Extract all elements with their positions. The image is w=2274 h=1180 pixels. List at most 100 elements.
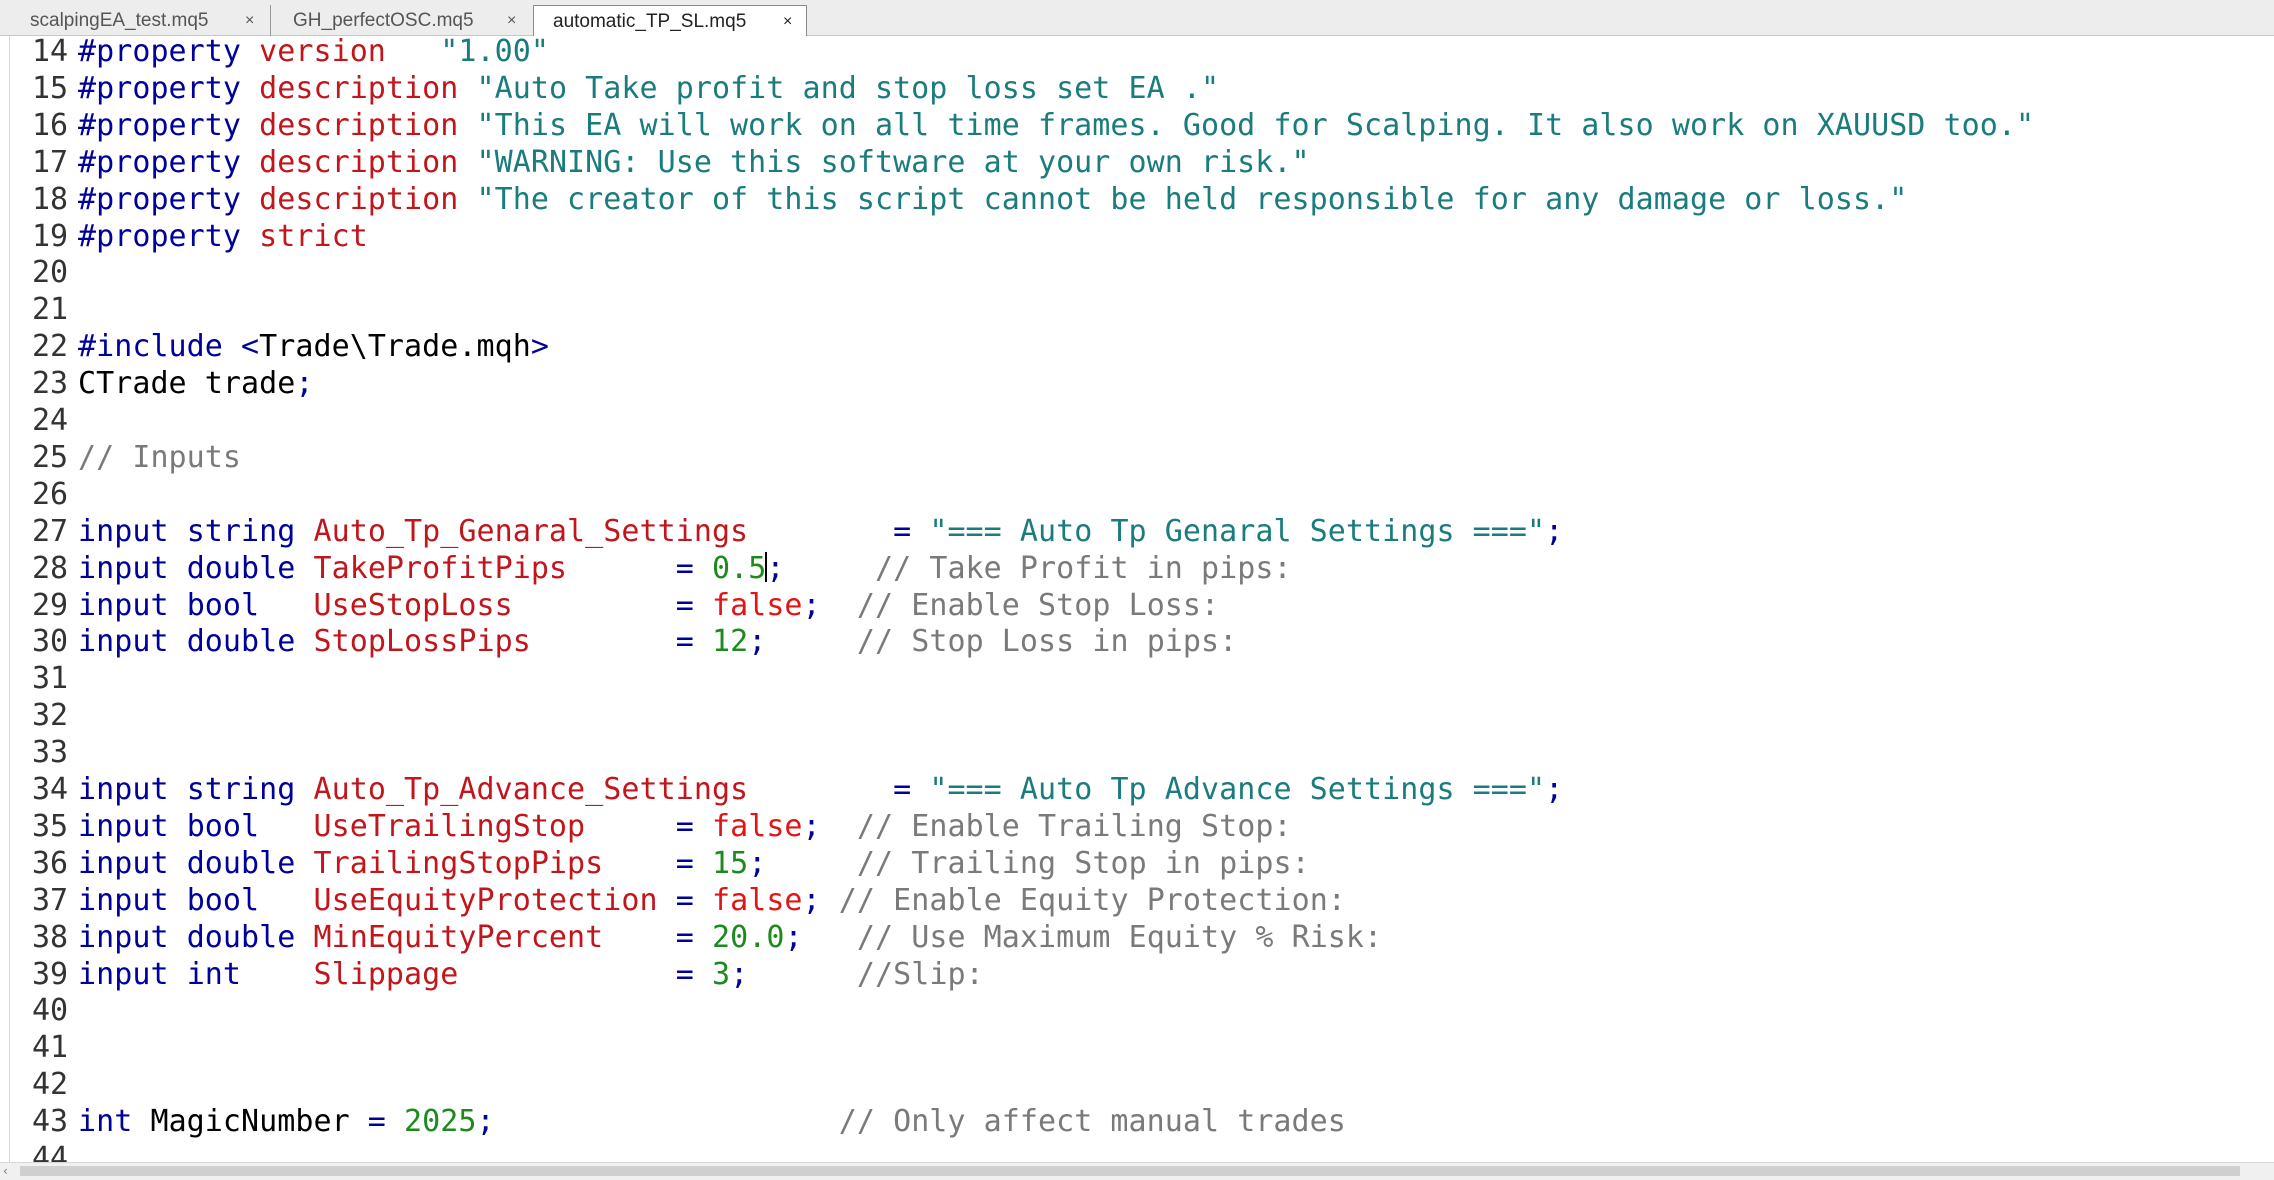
code-token: Auto_Tp_Advance_Settings: [313, 772, 749, 807]
code-text: input int Slippage = 3; //Slip:: [78, 956, 984, 993]
code-token: [694, 846, 712, 881]
line-number: 17: [32, 144, 69, 180]
line-number: 29: [32, 587, 69, 623]
code-token: "WARNING: Use this software at your own …: [476, 144, 1310, 180]
code-text: input bool UseEquityProtection = false; …: [78, 882, 1346, 919]
code-token: [748, 957, 857, 992]
tab-label: scalpingEA_test.mq5: [30, 10, 209, 31]
code-token: [694, 588, 712, 623]
tab-scalpingea-test[interactable]: scalpingEA_test.mq5 ×: [0, 5, 270, 36]
line-number: 23: [32, 366, 69, 402]
code-token: [766, 846, 857, 881]
line-number: 21: [32, 292, 69, 328]
code-token: // Enable Trailing Stop:: [856, 808, 1292, 844]
code-token: 15: [711, 845, 749, 881]
code-token: [458, 182, 476, 217]
line-number: 27: [32, 513, 69, 549]
code-token: [169, 809, 187, 844]
code-token: input: [78, 919, 169, 955]
code-token: // Enable Equity Protection:: [838, 882, 1346, 918]
code-token: input: [78, 513, 169, 549]
code-token: // Enable Stop Loss:: [856, 587, 1220, 623]
code-text: #property version "1.00": [78, 33, 549, 70]
code-token: UseEquityProtection: [313, 882, 658, 918]
line-number: 39: [32, 956, 69, 992]
code-token: [495, 1104, 839, 1139]
code-text: input double StopLossPips = 12; // Stop …: [78, 623, 1237, 660]
close-icon[interactable]: ×: [507, 12, 517, 29]
code-text: #property strict: [78, 218, 368, 255]
code-token: [821, 809, 857, 844]
code-token: UseTrailingStop: [313, 808, 586, 844]
close-icon[interactable]: ×: [245, 12, 255, 29]
code-token: string: [186, 772, 296, 807]
code-token: [241, 108, 259, 143]
code-token: [259, 883, 313, 918]
line-number: 18: [32, 181, 69, 217]
code-token: ;: [766, 550, 785, 586]
code-text: // Inputs: [78, 439, 241, 476]
code-token: "1.00": [440, 34, 549, 69]
code-token: [386, 34, 440, 69]
code-text: input double MinEquityPercent = 20.0; //…: [78, 919, 1382, 956]
code-editor[interactable]: 14#property version "1.00"15#property de…: [0, 33, 2274, 1180]
code-token: "=== Auto Tp Advance Settings ===": [929, 772, 1546, 807]
line-number: 36: [32, 845, 69, 881]
tab-automatic-tp-sl[interactable]: automatic_TP_SL.mq5 ×: [533, 5, 807, 37]
code-token: MinEquityPercent: [313, 919, 604, 955]
code-token: [603, 846, 675, 881]
code-token: [766, 624, 857, 659]
code-token: // Stop Loss in pips:: [856, 624, 1238, 660]
code-token: string: [186, 513, 296, 549]
code-token: bool: [186, 808, 260, 844]
code-token: input: [78, 587, 169, 623]
tab-gh-perfectosc[interactable]: GH_perfectOSC.mq5 ×: [270, 5, 532, 36]
line-number: 31: [32, 661, 69, 697]
code-token: int: [78, 1104, 133, 1140]
code-token: CTrade trade: [78, 366, 296, 402]
scroll-left-icon[interactable]: ‹: [3, 1164, 8, 1178]
code-token: ;: [802, 587, 821, 623]
line-number: 34: [32, 772, 69, 807]
code-token: false: [711, 808, 803, 844]
code-text: CTrade trade;: [78, 365, 313, 402]
code-token: double: [186, 919, 296, 955]
code-text: #property description "This EA will work…: [78, 107, 2034, 144]
code-token: description: [259, 144, 459, 180]
horizontal-scrollbar[interactable]: ‹: [0, 1162, 2274, 1180]
code-token: [694, 809, 712, 844]
code-text: int MagicNumber = 2025; // Only affect m…: [78, 1103, 1346, 1140]
line-number: 15: [32, 70, 69, 106]
code-token: [295, 551, 313, 586]
code-token: ;: [730, 956, 749, 992]
code-token: [748, 772, 893, 807]
code-token: UseStopLoss: [313, 587, 513, 623]
tab-label: automatic_TP_SL.mq5: [553, 11, 747, 32]
code-token: =: [675, 845, 694, 881]
code-token: [169, 920, 187, 955]
code-token: [295, 772, 313, 807]
code-token: [295, 514, 313, 549]
code-token: [458, 71, 476, 106]
code-token: // Inputs: [78, 439, 242, 475]
code-token: [169, 883, 187, 918]
line-number: 32: [32, 698, 69, 734]
code-token: [784, 551, 875, 586]
code-token: [241, 219, 259, 254]
code-token: double: [186, 550, 296, 586]
code-token: version: [259, 34, 386, 69]
code-token: 2025: [404, 1104, 477, 1140]
code-token: #property: [78, 34, 242, 69]
code-token: >: [530, 329, 549, 365]
code-token: =: [675, 882, 694, 918]
close-icon[interactable]: ×: [783, 13, 793, 30]
code-token: 3: [711, 956, 731, 992]
code-token: TrailingStopPips: [313, 845, 604, 881]
scrollbar-thumb[interactable]: [20, 1166, 2240, 1176]
code-token: false: [711, 587, 803, 623]
code-token: description: [259, 181, 459, 217]
line-number: 41: [32, 1030, 69, 1066]
line-number: 35: [32, 808, 69, 844]
code-token: Auto_Tp_Genaral_Settings: [313, 513, 749, 549]
line-number: 19: [32, 218, 69, 254]
